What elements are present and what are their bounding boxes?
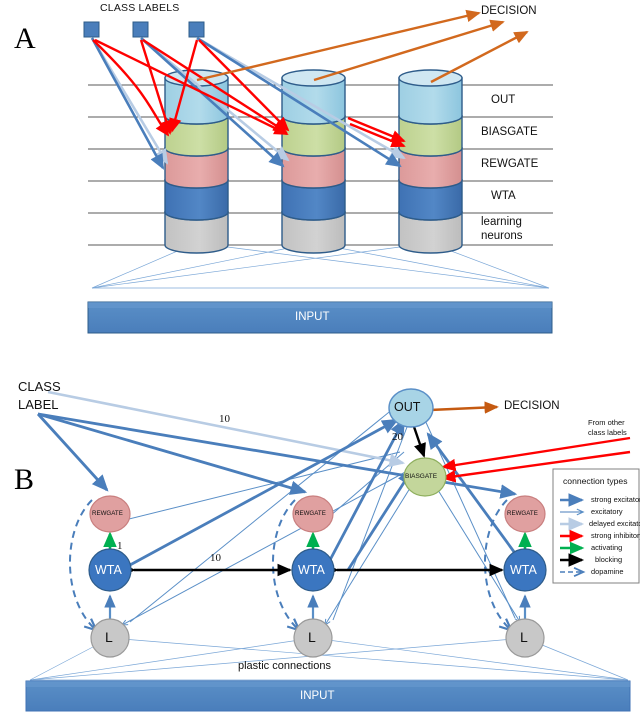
tier-label-neurons: neurons: [481, 230, 523, 242]
weight-wta-to-rewgate: 1: [117, 540, 123, 552]
decision-label-a: DECISION: [481, 5, 537, 17]
panel-b-node-biasgate: [403, 457, 447, 497]
tier-label-biasgate: BIASGATE: [481, 126, 538, 138]
from-other-class-labels-line2: class labels: [588, 428, 627, 437]
legend-item-dopamine: dopamine: [591, 567, 624, 576]
class-label-title-b-line2: LABEL: [18, 397, 59, 412]
panel-b-delayed-excitatory: [47, 390, 406, 467]
panel-a-letter: A: [14, 22, 36, 55]
from-other-class-labels-line1: From other: [588, 418, 625, 427]
plastic-connections-label: plastic connections: [238, 660, 331, 672]
panel-a-strong-excitatory: [90, 36, 402, 170]
class-label-title-b-line1: CLASS: [18, 379, 61, 394]
input-bar-label-b: INPUT: [300, 690, 335, 702]
weight-out-to-biasgate: 20: [392, 431, 403, 443]
panel-b-node-learning-2: [293, 618, 333, 658]
tier-label-learning: learning: [481, 216, 522, 228]
legend-item-excitatory: excitatory: [591, 507, 623, 516]
panel-b-legend-box: [552, 468, 640, 584]
panel-a-input-bar: [87, 301, 553, 334]
tier-label-rewgate: REWGATE: [481, 158, 539, 170]
legend-title: connection types: [563, 476, 628, 486]
panel-a-decision-arrows: [196, 9, 529, 84]
panel-b-node-rewgate-3: [504, 495, 546, 533]
weight-wta-to-wta: 10: [210, 552, 221, 564]
panel-b-node-wta-1: [88, 548, 132, 592]
panel-b-node-learning-1: [90, 618, 130, 658]
decision-label-b: DECISION: [504, 400, 560, 412]
panel-b-strong-inhibitory: [441, 436, 631, 483]
class-label-square: [132, 21, 149, 38]
legend-item-strong-inhibitory: strong inhibitory: [591, 531, 640, 540]
class-labels-title-a: CLASS LABELS: [100, 2, 180, 14]
panel-a-plastic-connections: [91, 242, 550, 289]
weight-class-to-biasgate: 10: [219, 413, 230, 425]
panel-b-node-wta-3: [503, 548, 547, 592]
legend-item-delayed-excitatory: delayed excitatory: [589, 519, 640, 528]
panel-a-class-label-squares: [83, 21, 205, 38]
legend-item-strong-excitatory: strong excitatory: [591, 495, 640, 504]
panel-b-wta-to-out: [129, 418, 522, 571]
panel-b-node-rewgate-1: [89, 495, 131, 533]
panel-b-decision-arrow: [429, 401, 499, 414]
panel-b-legend-swatches: [560, 493, 586, 577]
panel-b-node-learning-3: [505, 618, 545, 658]
legend-item-activating: activating: [591, 543, 623, 552]
panel-b-node-out: [388, 388, 434, 428]
panel-b-node-rewgate-2: [292, 495, 334, 533]
panel-b-letter: B: [14, 463, 35, 496]
panel-a-column-3: [398, 69, 463, 254]
tier-label-out: OUT: [491, 94, 516, 106]
tier-label-wta: WTA: [491, 190, 516, 202]
class-label-square: [188, 21, 205, 38]
legend-item-blocking: blocking: [595, 555, 623, 564]
panel-a-strong-inhibitory: [92, 38, 406, 148]
class-label-square: [83, 21, 100, 38]
panel-b-input-bar: [25, 680, 631, 712]
input-bar-label-a: INPUT: [295, 311, 330, 323]
panel-b-node-wta-2: [291, 548, 335, 592]
